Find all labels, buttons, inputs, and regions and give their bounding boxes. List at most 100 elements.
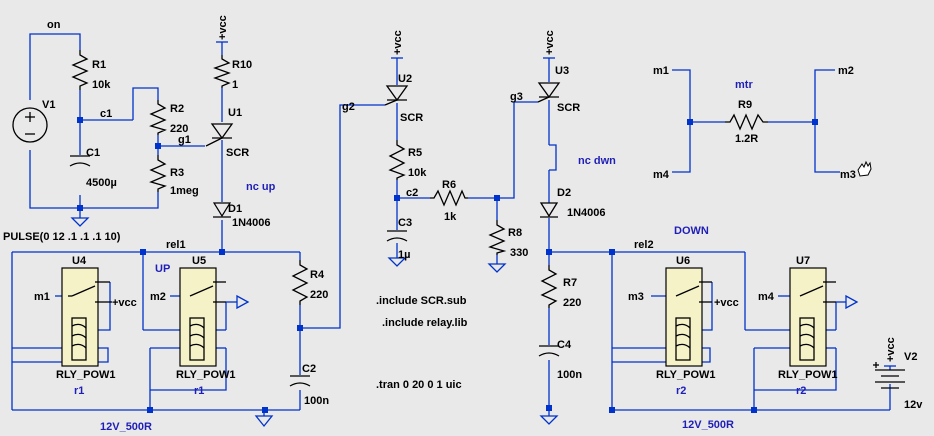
inst-u6: r2 <box>676 385 686 397</box>
value-u5: RLY_POW1 <box>176 369 236 381</box>
value-r10: 1 <box>232 79 238 91</box>
vcc-label-3: +vcc <box>544 30 556 55</box>
relay-u7 <box>789 267 836 367</box>
resistor-r10 <box>213 55 231 88</box>
diode-d2 <box>539 202 559 218</box>
name-r8: R8 <box>508 227 522 239</box>
name-d1: D1 <box>228 203 242 215</box>
value-c1: 4500µ <box>86 177 117 189</box>
net-m1: m1 <box>34 291 50 303</box>
load-left: 12V_500R <box>100 421 152 433</box>
value-r9: 1.2R <box>735 133 758 145</box>
name-r5: R5 <box>408 147 422 159</box>
name-v2: V2 <box>904 351 917 363</box>
ground-symbols <box>70 217 559 428</box>
motor-m4: m4 <box>653 169 670 181</box>
relay-u4 <box>61 267 112 367</box>
voltage-source-v1 <box>12 107 48 143</box>
net-on: on <box>47 19 61 31</box>
net-g3: g3 <box>510 91 523 103</box>
resistor-r8 <box>488 220 507 255</box>
name-v1: V1 <box>42 99 55 111</box>
label-nc-up: nc up <box>246 181 276 193</box>
name-d2: D2 <box>557 187 571 199</box>
name-c1: C1 <box>86 147 100 159</box>
name-r3: R3 <box>170 167 184 179</box>
name-u3: U3 <box>555 65 569 77</box>
motor-m3: m3 <box>840 169 856 181</box>
net-rel1: rel1 <box>166 239 186 251</box>
vcc-label-4: +vcc <box>885 337 897 362</box>
output-arrows <box>236 294 859 310</box>
value-c4: 100n <box>557 369 582 381</box>
name-r2: R2 <box>170 103 184 115</box>
resistor-r9 <box>725 113 768 131</box>
vcc-u6: +vcc <box>714 297 739 309</box>
value-d2: 1N4006 <box>567 207 606 219</box>
capacitor-c3 <box>386 230 408 242</box>
vcc-u4: +vcc <box>112 297 137 309</box>
battery-v2 <box>873 362 905 389</box>
directive-include2: .include relay.lib <box>382 317 468 329</box>
vcc-flags <box>216 41 896 367</box>
value-r3: 1meg <box>170 185 199 197</box>
resistor-r7 <box>540 265 558 308</box>
name-u1: U1 <box>228 107 242 119</box>
value-u4: RLY_POW1 <box>56 369 116 381</box>
value-c3: 1µ <box>398 249 410 261</box>
hand-cursor-icon <box>857 160 872 177</box>
value-r2: 220 <box>170 123 188 135</box>
value-r7: 220 <box>563 297 581 309</box>
value-r1: 10k <box>92 79 111 91</box>
name-u2: U2 <box>398 73 412 85</box>
motor-label: mtr <box>735 79 753 91</box>
resistor-r5 <box>388 140 406 180</box>
name-r4: R4 <box>310 269 325 281</box>
net-g1: g1 <box>178 134 191 146</box>
name-r9: R9 <box>738 99 752 111</box>
motor-m1: m1 <box>653 65 669 77</box>
name-c4: C4 <box>557 339 572 351</box>
value-v2: 12v <box>904 399 923 411</box>
net-g2: g2 <box>342 101 355 113</box>
diode-d1 <box>212 202 232 218</box>
relay-u5 <box>179 267 226 367</box>
scr-u3 <box>537 82 561 103</box>
name-c3: C3 <box>398 217 412 229</box>
inst-u5: r1 <box>194 385 204 397</box>
value-r4: 220 <box>310 289 328 301</box>
label-nc-dwn: nc dwn <box>578 155 616 167</box>
relay-u6 <box>665 267 712 367</box>
net-rel2: rel2 <box>634 239 654 251</box>
net-c1: c1 <box>100 108 112 120</box>
value-r5: 10k <box>408 167 427 179</box>
label-down: DOWN <box>674 225 709 237</box>
capacitor-c2 <box>289 375 311 387</box>
name-u4: U4 <box>72 255 87 267</box>
directive-tran: .tran 0 20 0 1 uic <box>376 379 462 391</box>
value-r8: 330 <box>510 247 528 259</box>
inst-u7: r2 <box>796 385 806 397</box>
directive-include1: .include SCR.sub <box>376 295 467 307</box>
value-r6: 1k <box>444 211 457 223</box>
inst-u4: r1 <box>74 385 84 397</box>
name-r10: R10 <box>232 59 252 71</box>
value-c2: 100n <box>304 395 329 407</box>
resistor-r4 <box>291 260 309 305</box>
name-c2: C2 <box>302 363 316 375</box>
net-m2-relay: m2 <box>150 291 166 303</box>
motor-m2: m2 <box>838 65 854 77</box>
value-u2: SCR <box>400 112 423 124</box>
value-u3: SCR <box>557 102 580 114</box>
value-u6: RLY_POW1 <box>656 369 716 381</box>
vcc-label-1: +vcc <box>217 15 229 40</box>
net-m3: m3 <box>628 291 644 303</box>
name-r1: R1 <box>92 59 106 71</box>
vcc-label-2: +vcc <box>392 30 404 55</box>
resistor-r2 <box>149 100 167 135</box>
resistor-r1 <box>71 50 89 90</box>
resistor-r3 <box>149 155 167 192</box>
label-up: UP <box>155 263 170 275</box>
value-d1: 1N4006 <box>232 217 271 229</box>
